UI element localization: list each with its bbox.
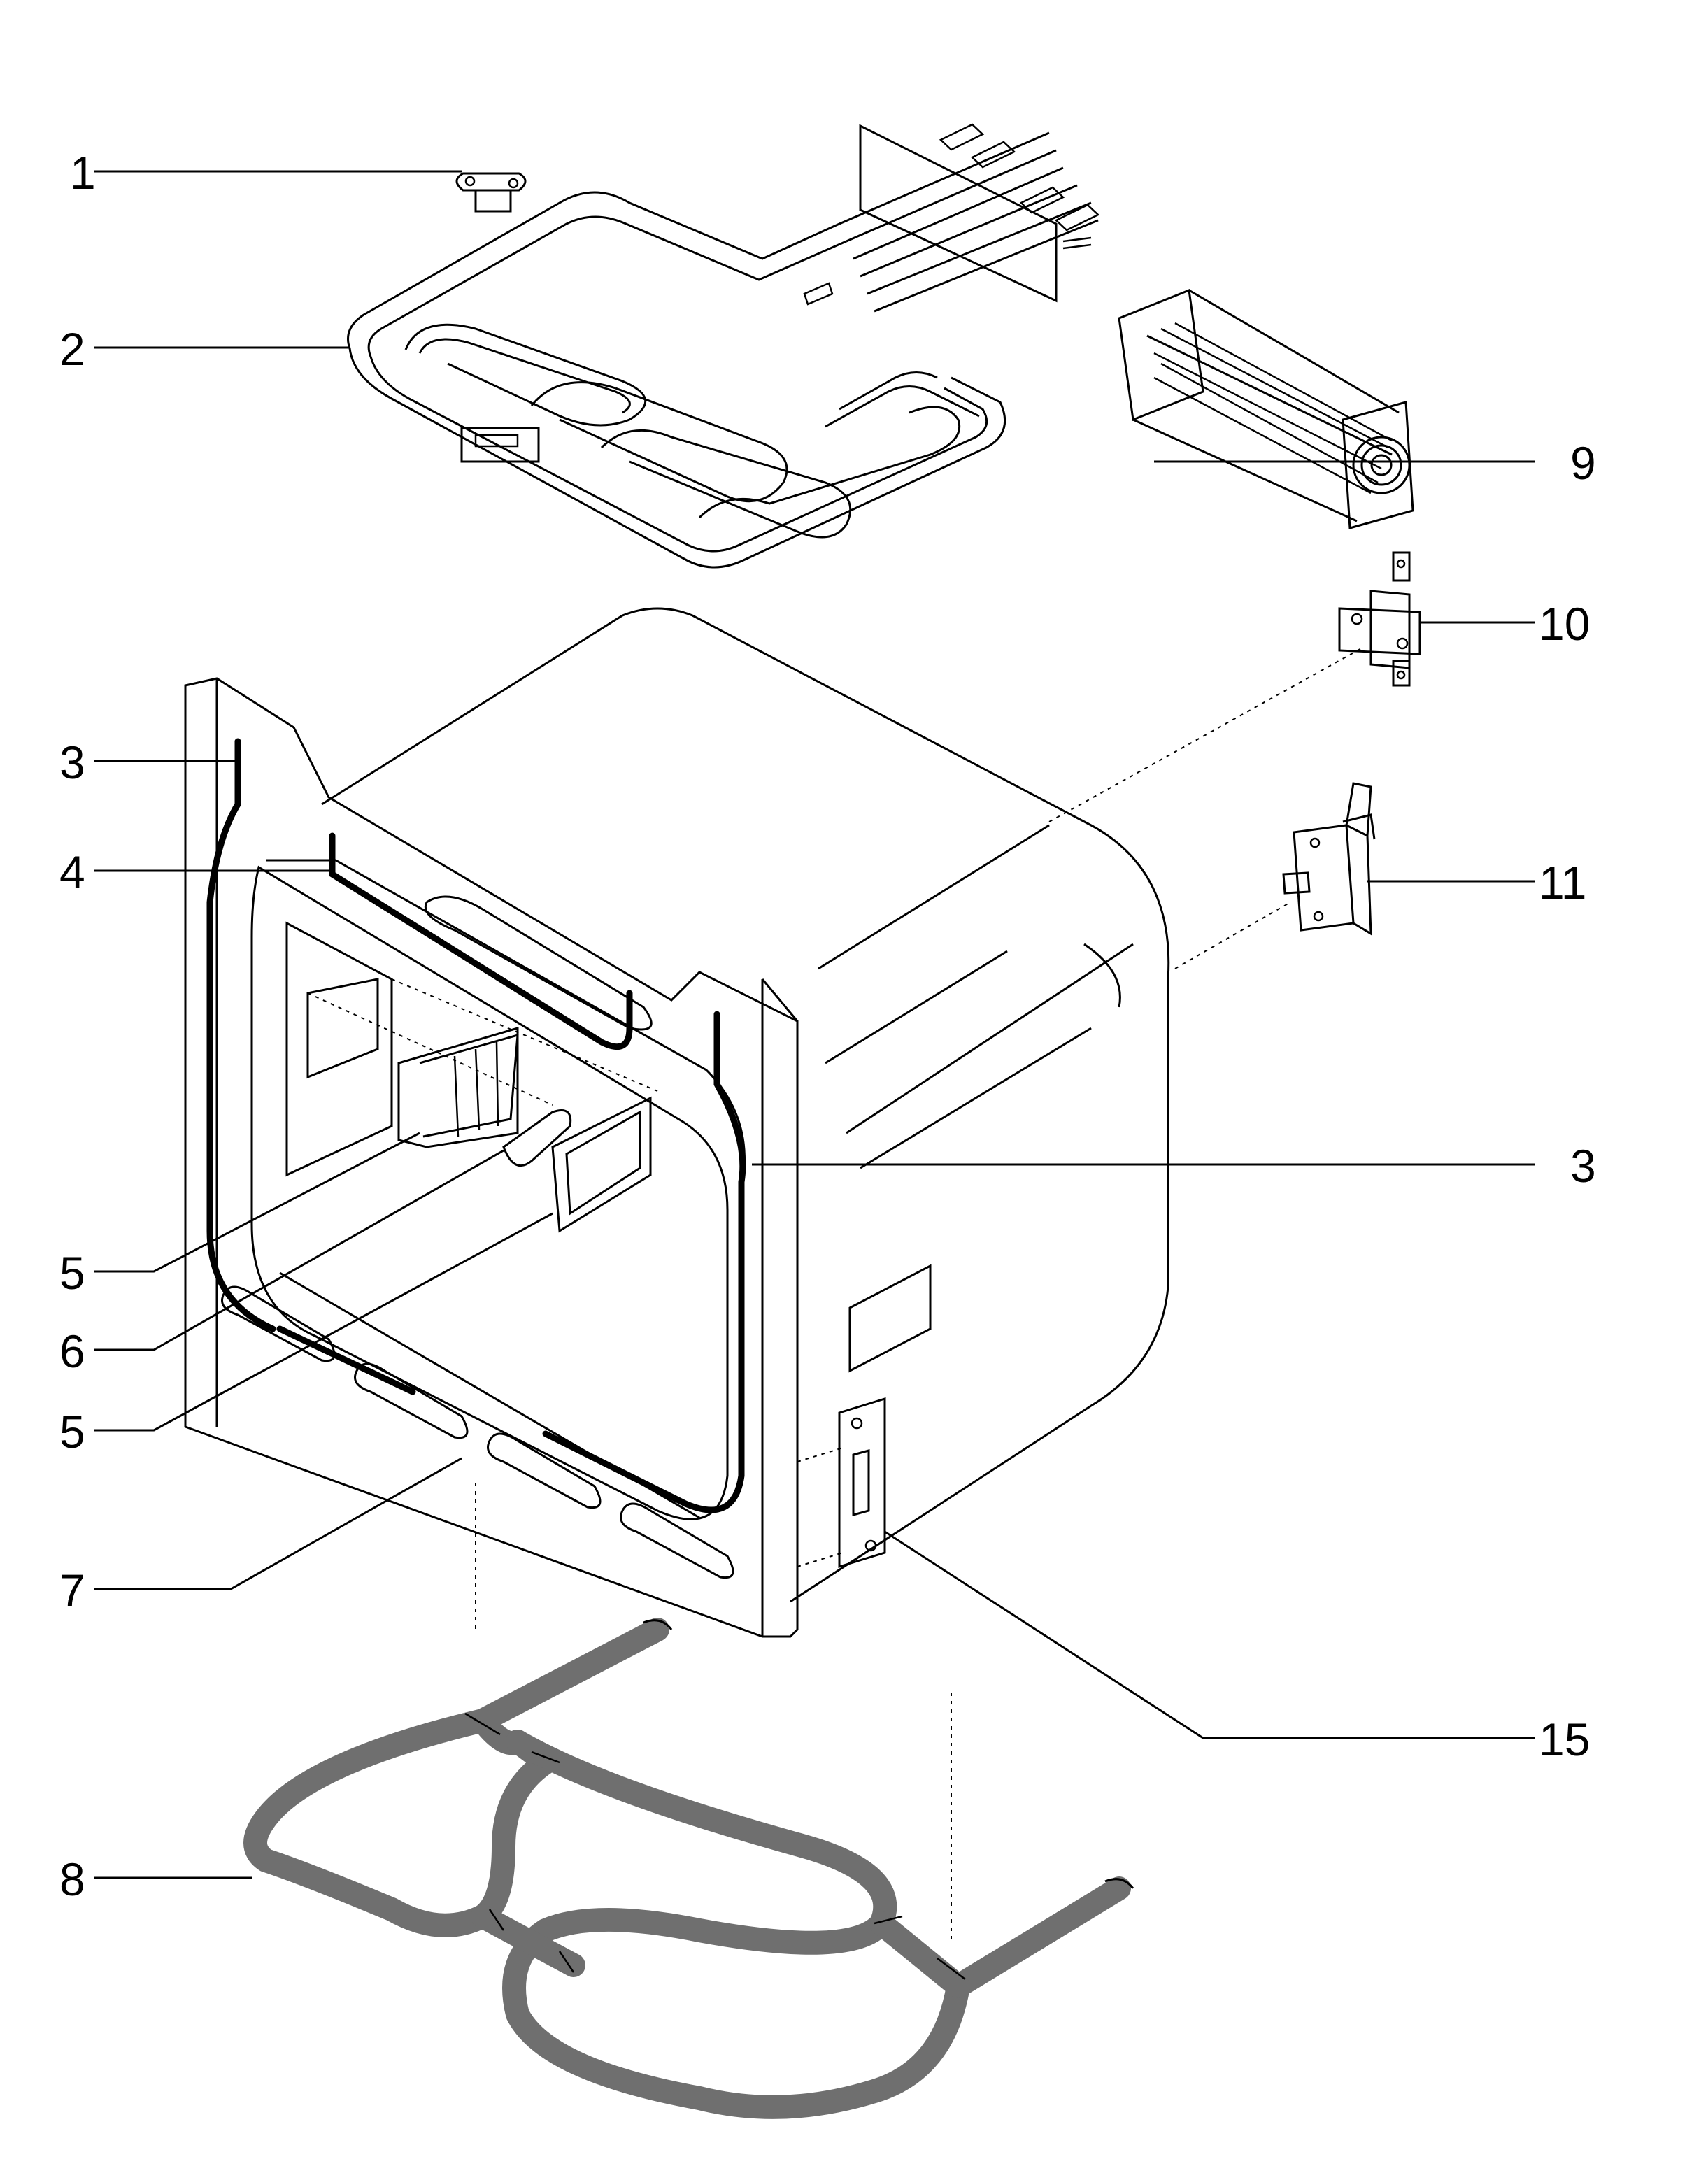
part-10-thermostat — [1338, 551, 1421, 687]
part-9-cooling-fan — [1118, 288, 1414, 529]
part-15-hinge-receiver — [838, 1397, 886, 1569]
part-1-bracket — [455, 172, 527, 213]
callout-11: 11 — [1539, 857, 1587, 909]
callout-9: 9 — [1570, 437, 1596, 489]
part-8-lower-element — [243, 1618, 1134, 2119]
callout-15: 15 — [1539, 1714, 1590, 1765]
callout-5-upper: 5 — [59, 1247, 85, 1299]
leader-lines — [94, 170, 1535, 1879]
callout-6: 6 — [59, 1325, 85, 1377]
callout-labels: 1 2 3 4 5 6 5 7 8 9 10 11 3 15 — [59, 147, 1596, 1905]
oven-cavity — [184, 607, 1365, 1944]
part-2-grill-element — [347, 123, 1100, 569]
callout-8: 8 — [59, 1853, 85, 1905]
callout-2: 2 — [59, 323, 85, 375]
callout-10: 10 — [1539, 598, 1590, 650]
callout-3-left: 3 — [59, 736, 85, 788]
callout-3-right: 3 — [1570, 1140, 1596, 1192]
callout-4: 4 — [59, 846, 85, 898]
callout-5-lower: 5 — [59, 1406, 85, 1458]
part-11-safety-thermostat — [1282, 782, 1376, 936]
callout-7: 7 — [59, 1565, 85, 1616]
callout-1: 1 — [70, 147, 96, 199]
